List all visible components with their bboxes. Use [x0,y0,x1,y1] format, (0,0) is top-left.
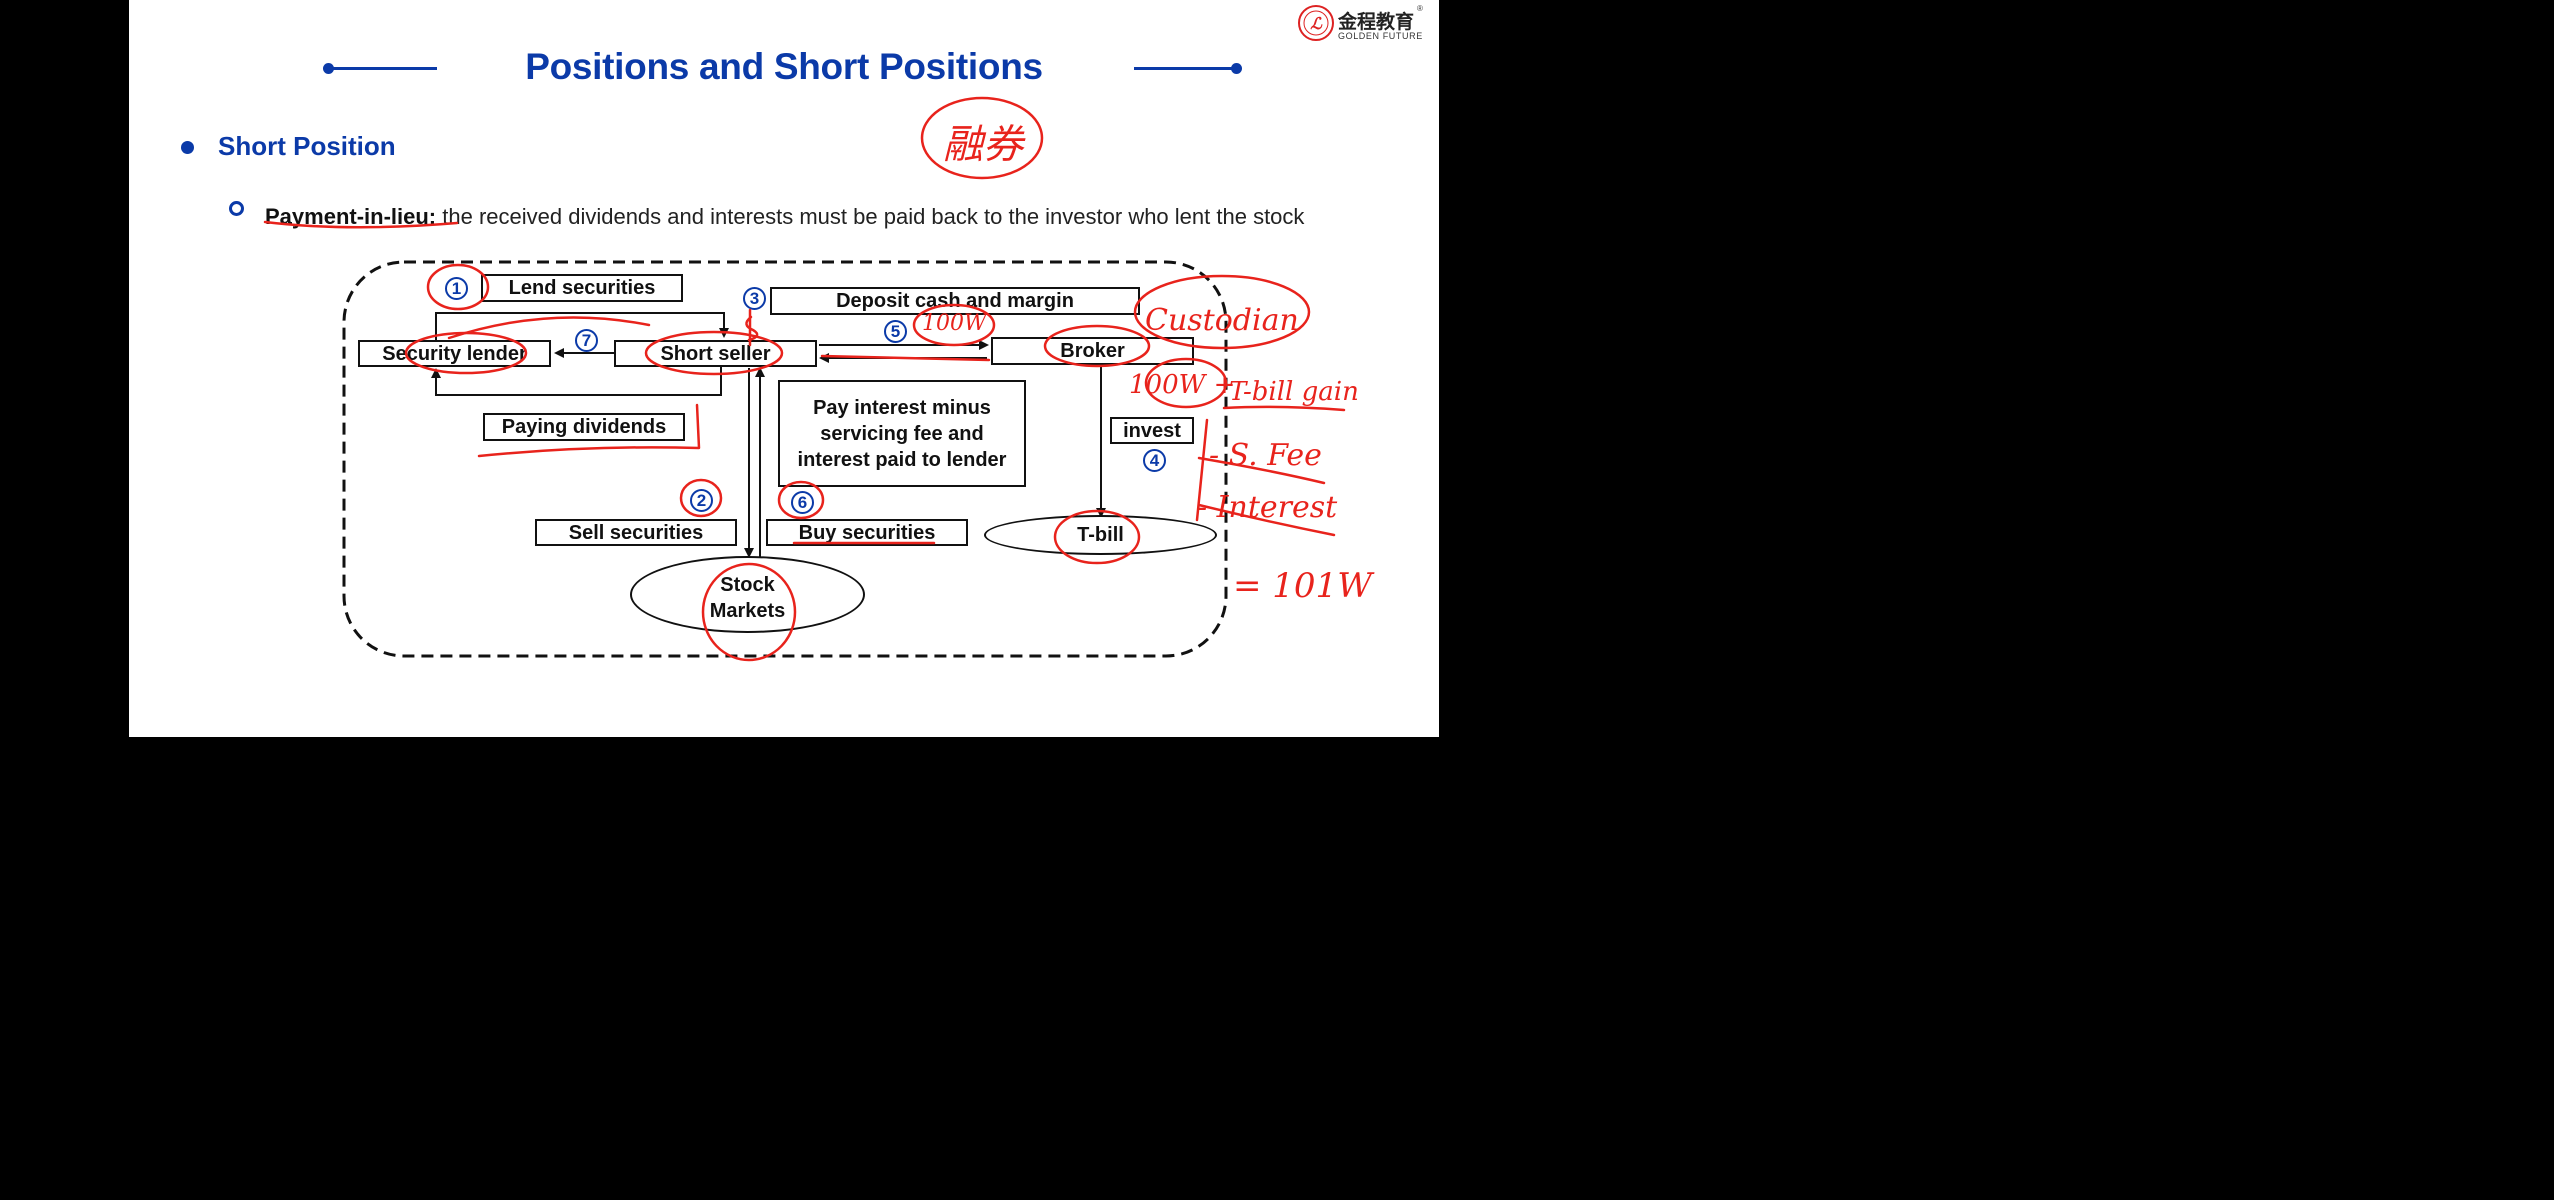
step-number-5: 5 [884,320,907,343]
title-rule-left [327,67,437,70]
pay-interest-label: Pay interest minus servicing fee and int… [778,380,1026,487]
svg-text:ℒ: ℒ [1310,16,1323,33]
step-number-2: 2 [690,489,713,512]
lend-securities-label: Lend securities [481,274,683,302]
logo-registered-mark: ® [1417,4,1423,13]
annotation-text-100w-plus: 100W + [1129,370,1235,400]
annotation-text-custodian: Custodian [1145,303,1299,338]
title-rule-left-dot [323,63,334,74]
step-number-1: 1 [445,277,468,300]
annotation-text-tbill-gain: T-bill gain [1229,377,1359,407]
annotation-underline-term [263,220,459,229]
step-number-3: 3 [743,287,766,310]
handwritten-annotations: 融券 Custodian 100W 100W + T-bill gain - S… [263,96,1375,662]
invest-label: invest [1110,417,1194,444]
diagram-boundary [342,260,1228,658]
logo-english-name: GOLDEN FUTURE [1338,31,1423,41]
diagram-connectors [342,260,1228,658]
paying-dividends-label: Paying dividends [483,413,685,441]
annotation-text-total: = 101W [1233,566,1375,606]
step-number-7: 7 [575,329,598,352]
annotation-circle-short-selling [920,96,1044,180]
slide: Positions and Short Positions ℒ 金程教育 ® G… [129,0,1439,737]
annotation-text-service-fee: - S. Fee [1209,438,1322,473]
step-number-4: 4 [1143,449,1166,472]
section-heading: Short Position [218,131,396,161]
step-number-6: 6 [791,491,814,514]
bullet-text: Payment-in-lieu: the received dividends … [265,195,1385,238]
title-rule-right-dot [1231,63,1242,74]
broker-node: Broker [991,337,1194,365]
t-bill-node: T-bill [984,515,1217,555]
annotation-circle-custodian [1133,274,1311,350]
sell-securities-label: Sell securities [535,519,737,546]
golden-future-logo-icon: ℒ [1298,5,1334,41]
annotation-text-short-selling: 融券 [943,122,1026,168]
buy-securities-label: Buy securities [766,519,968,546]
annotation-text-interest: - Interest [1197,490,1338,525]
slide-title: Positions and Short Positions [525,46,1043,87]
logo-chinese-name: 金程教育 [1338,12,1415,33]
stock-markets-node: Stock Markets [630,556,865,633]
bullet-definition: the received dividends and interests mus… [436,204,1305,229]
short-seller-node: Short seller [614,340,817,367]
sub-bullet [229,201,244,216]
deposit-cash-margin-label: Deposit cash and margin [770,287,1140,315]
annotation-text-100w: 100W [922,311,989,336]
title-rule-right [1134,67,1239,70]
section-bullet [181,141,194,154]
